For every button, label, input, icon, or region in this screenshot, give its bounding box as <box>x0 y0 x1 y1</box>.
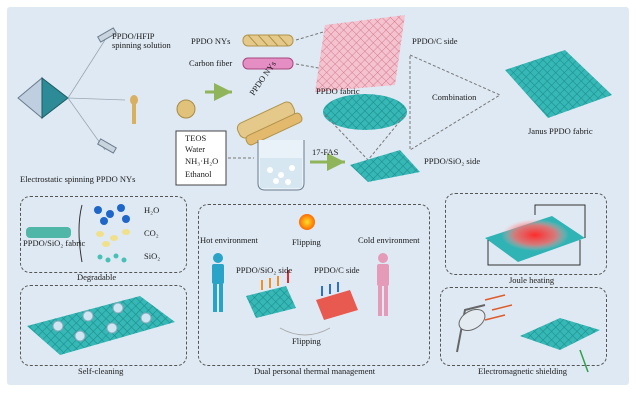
combination-label: Combination <box>432 92 477 102</box>
carbon-fiber-label: Carbon fiber <box>189 58 233 68</box>
ppdo-fabric-woven <box>315 15 405 92</box>
degradable-label: Degradable <box>77 272 117 282</box>
h2o-label: H₂O <box>144 205 160 215</box>
em-shielding-box <box>440 287 607 366</box>
ppdo-c-side-top-label: PPDO/C side <box>412 36 458 46</box>
janus-fabric <box>505 50 612 118</box>
ppdo-nys-yarn-icon <box>242 34 294 47</box>
self-cleaning-label: Self-cleaning <box>78 366 124 376</box>
yarn-collector-icon <box>130 95 138 124</box>
electrospinning-label: Electrostatic spinning PPDO NYs <box>20 174 136 184</box>
ppdo-sio2-fabric-label: PPDO/SiO₂ fabric <box>23 238 86 248</box>
self-cleaning-box <box>20 285 187 366</box>
sio2-side-fabric <box>246 270 296 318</box>
dual-thermal-label: Dual personal thermal management <box>254 366 376 376</box>
ppdo-nys-label: PPDO NYs <box>191 36 231 46</box>
hot-environment-label: Hot environment <box>200 235 258 245</box>
cold-person-icon <box>377 253 389 316</box>
collector-cone-icon <box>17 76 69 120</box>
degradable-graphics <box>26 204 130 263</box>
sio2-fabric-zoom <box>323 94 420 182</box>
hot-person-icon <box>212 253 224 312</box>
nh3-label: NH₃·H₂O <box>185 156 219 166</box>
combination-triangle <box>409 54 502 151</box>
sio2-label: SiO₂ <box>144 251 161 261</box>
self-cleaning-fabric <box>27 296 175 355</box>
thermal-management-box <box>198 204 430 366</box>
ppdo-sio2-side-mid-label: PPDO/SiO₂ side <box>236 265 293 275</box>
janus-fabric-label: Janus PPDO fabric <box>528 126 593 136</box>
fas-label: 17-FAS <box>312 147 339 157</box>
beaker-icon <box>257 140 305 191</box>
flipping-bottom-label: Flipping <box>292 336 321 346</box>
ppdo-sio2-side-top-label: PPDO/SiO₂ side <box>424 156 481 166</box>
flip-arc <box>279 327 331 336</box>
degradable-box <box>20 196 187 273</box>
ppdo-c-side-mid-label: PPDO/C side <box>314 265 360 275</box>
ethanol-label: Ethanol <box>185 169 212 179</box>
em-shielding-graphics <box>456 294 600 373</box>
yarn-spool-icon <box>176 99 196 119</box>
spinning-solution-label: PPDO/HFIP spinning solution <box>112 31 171 50</box>
zoom-lines <box>295 29 331 71</box>
co2-label: CO₂ <box>144 228 159 238</box>
water-label: Water <box>185 144 206 154</box>
spinning-jets <box>67 39 126 151</box>
yarn-bundle-icon <box>236 101 303 146</box>
sun-icon <box>299 214 315 230</box>
reagent-box <box>175 130 227 186</box>
syringe-icon <box>97 27 117 154</box>
ppdo-fabric-label: PPDO fabric <box>316 86 360 96</box>
cold-environment-label: Cold environment <box>358 235 420 245</box>
joule-heating-graphics <box>485 204 586 266</box>
carbon-fiber-icon <box>242 57 294 70</box>
joule-heating-box <box>445 193 607 275</box>
joule-heating-label: Joule heating <box>509 275 555 285</box>
teos-label: TEOS <box>185 133 207 143</box>
flipping-top-label: Flipping <box>292 237 321 247</box>
em-shielding-label: Electromagnetic shielding <box>478 366 567 376</box>
c-side-fabric <box>316 282 358 320</box>
